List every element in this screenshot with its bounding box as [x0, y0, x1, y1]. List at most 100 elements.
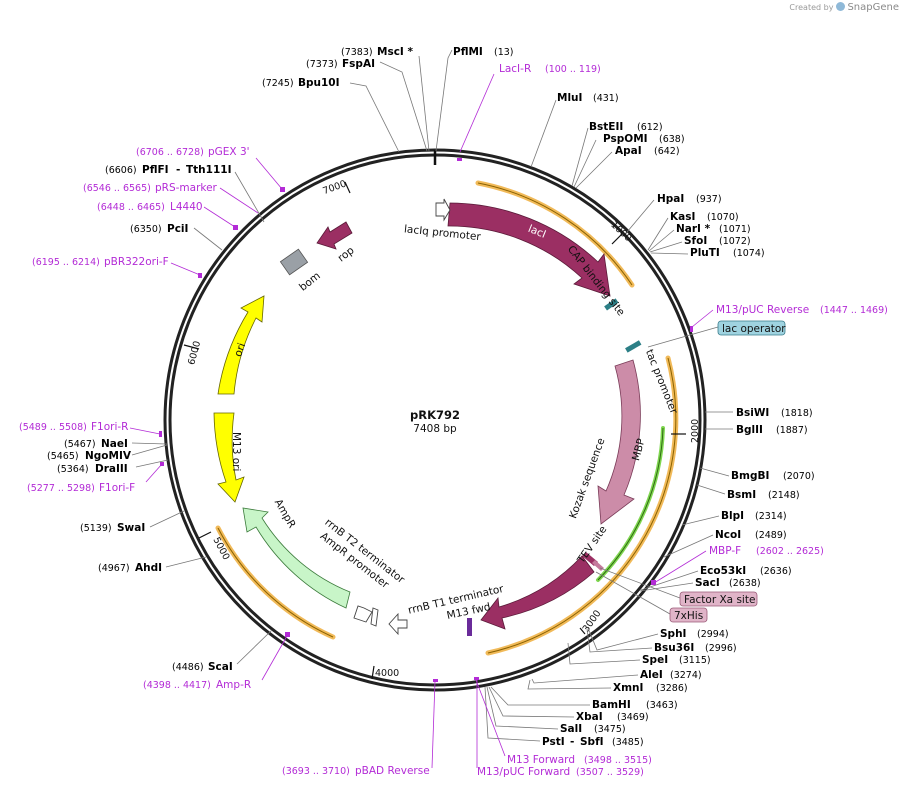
- snapgene-logo-icon: [836, 2, 846, 11]
- primer-range-prs-marker: (6546 .. 6565): [83, 183, 151, 194]
- site-name-xmni: XmnI: [613, 682, 643, 694]
- leader-mscI: [418, 55, 430, 152]
- site-name-nari: NarI *: [676, 223, 711, 235]
- leader-ngomiv: [131, 444, 168, 456]
- primer-name-pbr322ori-f: pBR322ori-F: [104, 256, 169, 268]
- pleader-amp-r: [261, 635, 288, 681]
- plasmid-length: 7408 bp: [413, 423, 457, 435]
- primer-mark-amp-r: [285, 632, 290, 637]
- label-mbp: MBP: [630, 437, 647, 462]
- site-pos-eco53ki: (2636): [760, 566, 792, 577]
- pleader-pgex: [255, 157, 283, 190]
- site-name-xbai: XbaI: [576, 711, 603, 723]
- orf-arc-mbp-green-core: [597, 427, 664, 581]
- leader-pluti: [650, 252, 689, 255]
- feature-rrnb-t2-terminator-arrow[interactable]: [370, 607, 379, 627]
- leader-pspomi: [573, 139, 597, 188]
- leader-xbai: [488, 686, 575, 718]
- site-pos-ngomiv: (5465): [47, 451, 79, 462]
- site-name-pcii: PciI: [167, 223, 188, 235]
- feature-bom[interactable]: [279, 248, 309, 276]
- site-pos-apai: (642): [654, 146, 680, 157]
- primer-name-m13puc-forward: M13/pUC Forward: [477, 766, 570, 778]
- lac-operator-box[interactable]: [717, 320, 786, 336]
- site-pos-xbai: (3469): [617, 712, 649, 723]
- feature-tac-promoter[interactable]: [625, 340, 642, 353]
- feature-laciq-promoter-arrow[interactable]: [435, 198, 451, 222]
- feature-ampr-promoter-arrow[interactable]: [353, 605, 373, 623]
- orf-arc-mbp-core: [487, 357, 677, 654]
- his-tag-box[interactable]: [669, 607, 708, 623]
- site-name-scai: ScaI: [208, 661, 233, 673]
- feature-laci-arrow[interactable]: [447, 202, 611, 297]
- plasmid-name: pRK792: [410, 408, 460, 422]
- feature-cap-binding-site[interactable]: [604, 298, 619, 311]
- site-name-sbfi: SbfI: [580, 736, 604, 748]
- leader-bsu36i: [586, 628, 653, 653]
- site-leaders: [131, 49, 733, 742]
- site-pos-pspomi: (638): [659, 134, 685, 145]
- primer-mark-m13-forward: [474, 677, 479, 680]
- site-name-alei: AleI: [640, 669, 663, 681]
- primer-mark-pgex: [280, 187, 285, 192]
- leader-blpi: [681, 515, 720, 526]
- leader-fspai: [379, 61, 428, 152]
- site-name-naei: NaeI: [101, 438, 128, 450]
- site-pos-xmni: (3286): [656, 683, 688, 694]
- leader-saci: [639, 582, 694, 592]
- leader-nari: [648, 229, 675, 252]
- site-name-psti: PstI: [542, 736, 565, 748]
- leader-sali: [486, 686, 559, 730]
- site-pos-saci: (2638): [729, 578, 761, 589]
- site-pos-bamhi: (3463): [646, 700, 678, 711]
- site-pos-sbfi: (3485): [612, 737, 644, 748]
- feature-ori-arrow[interactable]: [217, 295, 265, 395]
- site-name-bpu10i: Bpu10I: [298, 77, 340, 89]
- feature-mbp-arrow[interactable]: [597, 359, 641, 525]
- factor-xa-leader: [599, 567, 681, 599]
- primer-range-l4440: (6448 .. 6465): [97, 202, 165, 213]
- primer-name-mbp-f: MBP-F: [709, 545, 741, 557]
- primer-mark-l4440: [233, 225, 238, 230]
- feature-m13-ori-arrow[interactable]: [213, 412, 245, 503]
- primer-name-amp-r: Amp-R: [216, 679, 251, 691]
- site-pos-bglii: (1887): [776, 425, 808, 436]
- site-pos-bpu10i: (7245): [262, 78, 294, 89]
- pleader-pbr322ori-f: [170, 262, 201, 276]
- pleader-f1ori-r: [129, 427, 161, 435]
- primer-mark-f1ori-r: [159, 431, 162, 437]
- label-cap-binding-site: CAP binding site: [565, 244, 627, 319]
- site-name-kasi: KasI: [670, 211, 695, 223]
- pleader-l4440: [203, 206, 236, 228]
- pleader-pbad-reverse: [431, 680, 436, 769]
- site-pos-ncoi: (2489): [755, 530, 787, 541]
- feature-rrnb-t1-terminator-arrow[interactable]: [388, 612, 408, 636]
- site-name-mscI: MscI *: [377, 46, 413, 58]
- site-pos-nari: (1071): [719, 224, 751, 235]
- feature-callouts: lac operator Factor Xa site 7xHis: [595, 320, 786, 623]
- feature-m13-fwd[interactable]: [467, 618, 472, 636]
- feature-ampr-arrow[interactable]: [242, 507, 351, 609]
- feature-tev-protease-arrow[interactable]: [480, 555, 595, 630]
- leader-ncoi: [663, 534, 714, 558]
- leader-pcii: [193, 227, 223, 251]
- site-pos-mlui: (431): [593, 93, 619, 104]
- pleader-laci-r: [459, 73, 495, 153]
- primer-range-amp-r: (4398 .. 4417): [143, 680, 211, 691]
- pleader-mbp-f: [653, 550, 707, 584]
- primer-name-prs-marker: pRS-marker: [155, 182, 218, 194]
- site-name-mlui: MluI: [557, 92, 582, 104]
- ruler-tick-3000: [579, 627, 586, 635]
- site-name-pflmi: PflMI: [453, 46, 483, 58]
- feature-rop-arrow[interactable]: [316, 221, 353, 250]
- leader-sfoi: [649, 241, 683, 253]
- factor-xa-box[interactable]: [679, 591, 758, 607]
- pleader-m13puc-reverse: [691, 309, 714, 328]
- site-name-saci: SacI: [695, 577, 720, 589]
- lac-operator-leader: [647, 326, 719, 348]
- his-tag-leader: [595, 571, 671, 615]
- site-name-sali: SalI: [560, 723, 582, 735]
- primer-mark-laci-r: [457, 158, 462, 161]
